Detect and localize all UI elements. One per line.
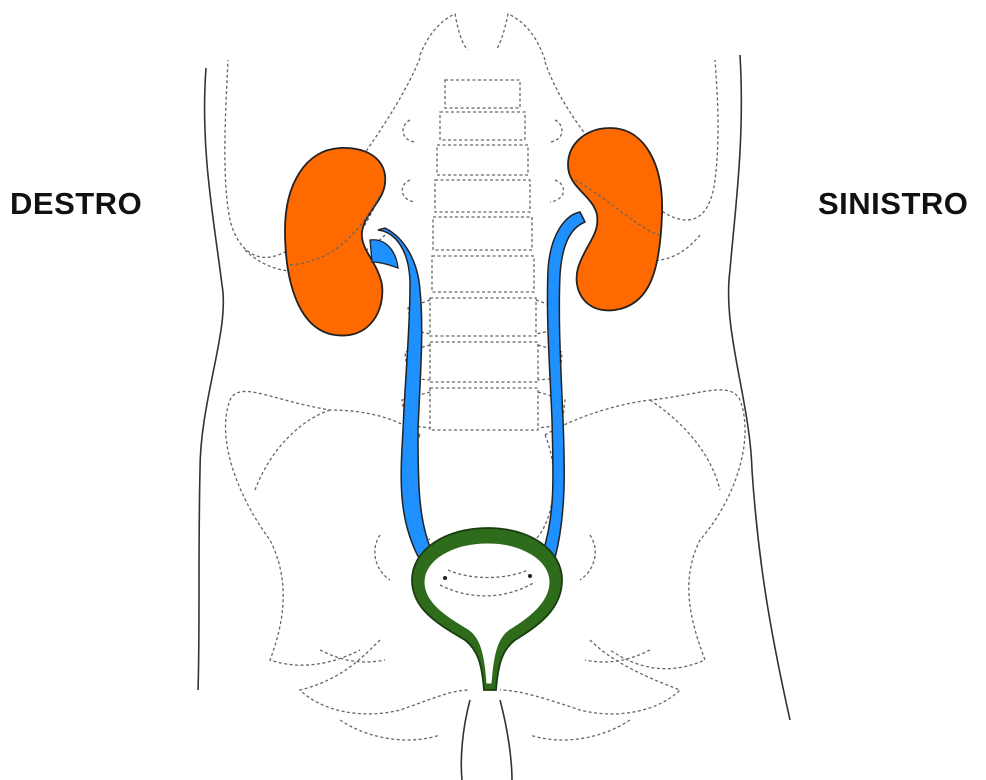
spine <box>402 80 565 430</box>
bladder <box>412 528 562 690</box>
